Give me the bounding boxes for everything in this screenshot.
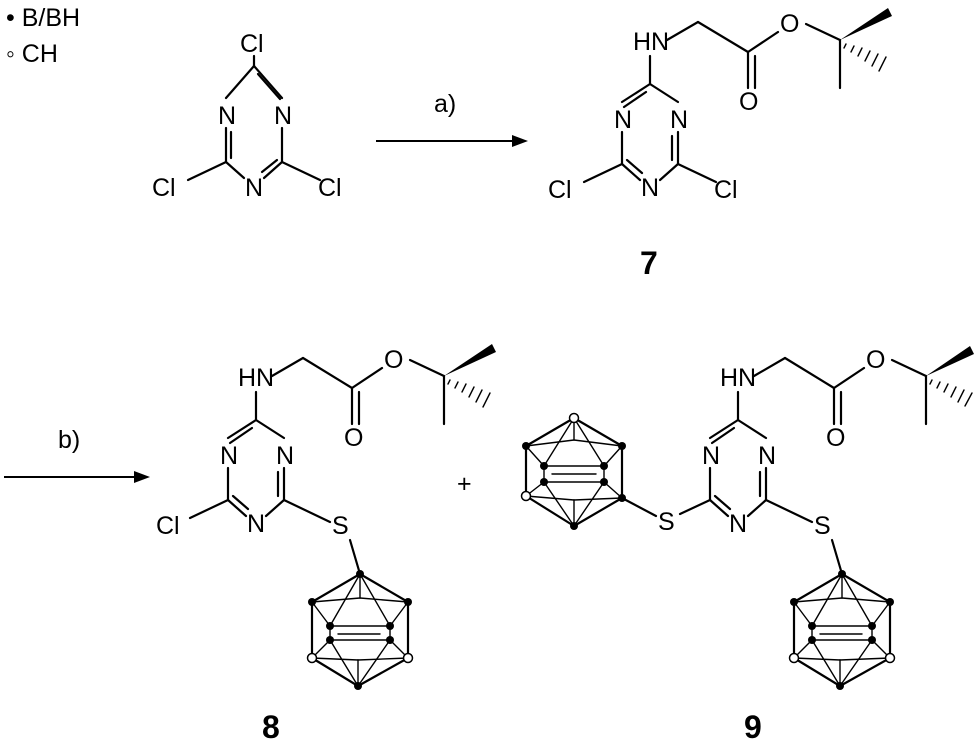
atom-n: N [220,442,238,470]
carborane-cage [788,570,896,690]
atom-n: N [758,442,776,470]
atom-o: O [384,346,403,374]
atom-cl: Cl [156,512,180,540]
compound-9-label: 9 [744,709,762,744]
atom-cl: Cl [548,176,572,204]
atom-cl: Cl [318,174,342,202]
atom-o: O [739,88,758,116]
plus-sign: + [457,470,472,498]
atom-cl: Cl [152,174,176,202]
atom-s: S [658,508,675,536]
arrow-step-a: a) [376,90,528,147]
step-a-label: a) [434,90,456,118]
atom-n: N [614,106,632,134]
atom-o: O [780,10,799,38]
atom-o: O [826,424,845,452]
atom-n: N [641,174,659,202]
atom-cl: Cl [240,30,264,58]
atom-n: N [218,102,236,130]
compound-9: HN O O N N N S S [520,346,974,744]
legend-boron: • B/BH [6,4,80,32]
carborane-cage [306,570,414,690]
atom-o: O [866,346,885,374]
compound-7-label: 7 [640,245,658,281]
compound-8-label: 8 [262,709,280,744]
atom-nh: HN [633,28,669,56]
atom-n: N [247,510,265,538]
atom-n: N [729,510,747,538]
atom-cl: Cl [714,176,738,204]
atom-nh: HN [238,364,274,392]
atom-n: N [276,442,294,470]
atom-n: N [274,102,292,130]
compound-7: HN O O N N N Cl Cl [548,8,892,281]
atom-n: N [245,174,263,202]
step-b-label: b) [58,426,80,454]
atom-s: S [332,512,349,540]
legend-carbon: ◦ CH [6,40,58,68]
arrow-step-b: b) [4,426,150,483]
atom-n: N [670,106,688,134]
compound-8: HN O O N N N Cl S [156,344,496,744]
atom-o: O [344,424,363,452]
carborane-cage [520,412,626,530]
atom-s: S [814,512,831,540]
atom-nh: HN [720,364,756,392]
atom-n: N [702,442,720,470]
cyanuric-chloride: Cl N N N Cl Cl [152,30,342,202]
